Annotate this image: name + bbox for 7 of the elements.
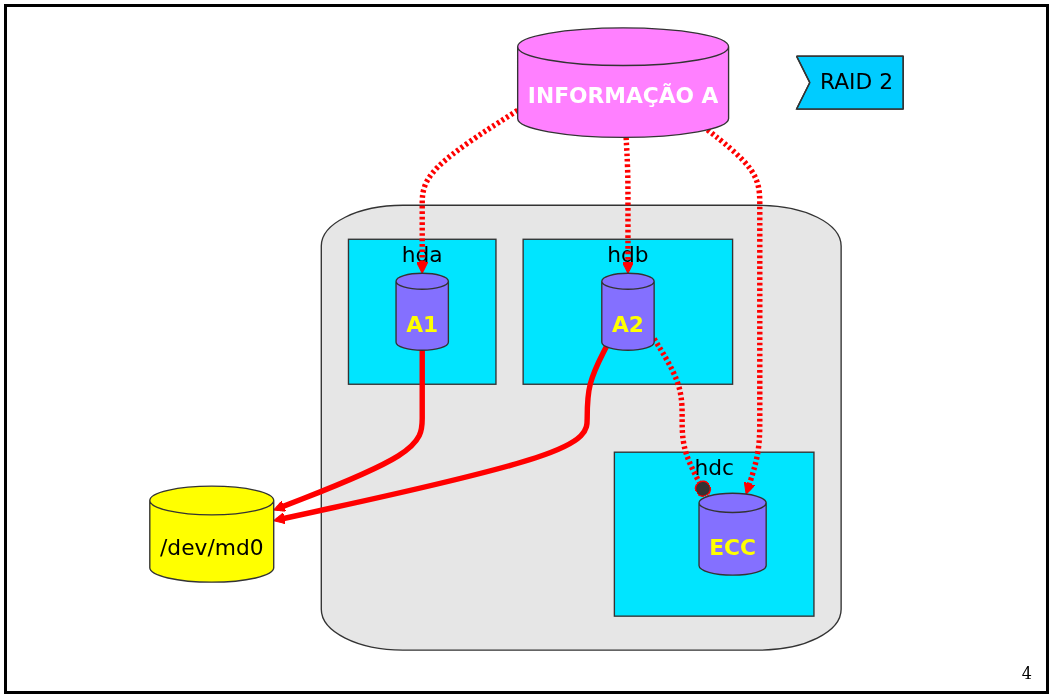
- arrow: [273, 350, 425, 512]
- arrow: [705, 127, 763, 495]
- page-number: 4: [1021, 664, 1032, 683]
- arrow: [273, 345, 609, 525]
- cluster: [320, 204, 842, 651]
- arrow: [622, 137, 634, 274]
- arrow: [416, 108, 520, 274]
